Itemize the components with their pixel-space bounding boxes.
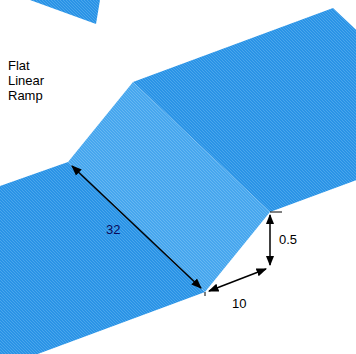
ramp-face (68, 82, 270, 292)
top-fragment (30, 0, 100, 24)
title-note: Flat Linear Ramp (6, 58, 54, 103)
dimension-label: 0.5 (277, 232, 299, 247)
dimension-label: 10 (230, 296, 248, 311)
dimension-label: 32 (104, 222, 122, 237)
dimension-arrow (269, 215, 271, 265)
dimension-arrow (72, 166, 201, 288)
extension-line (270, 212, 282, 213)
extension-line (205, 292, 206, 296)
dimension-arrow (209, 269, 266, 291)
